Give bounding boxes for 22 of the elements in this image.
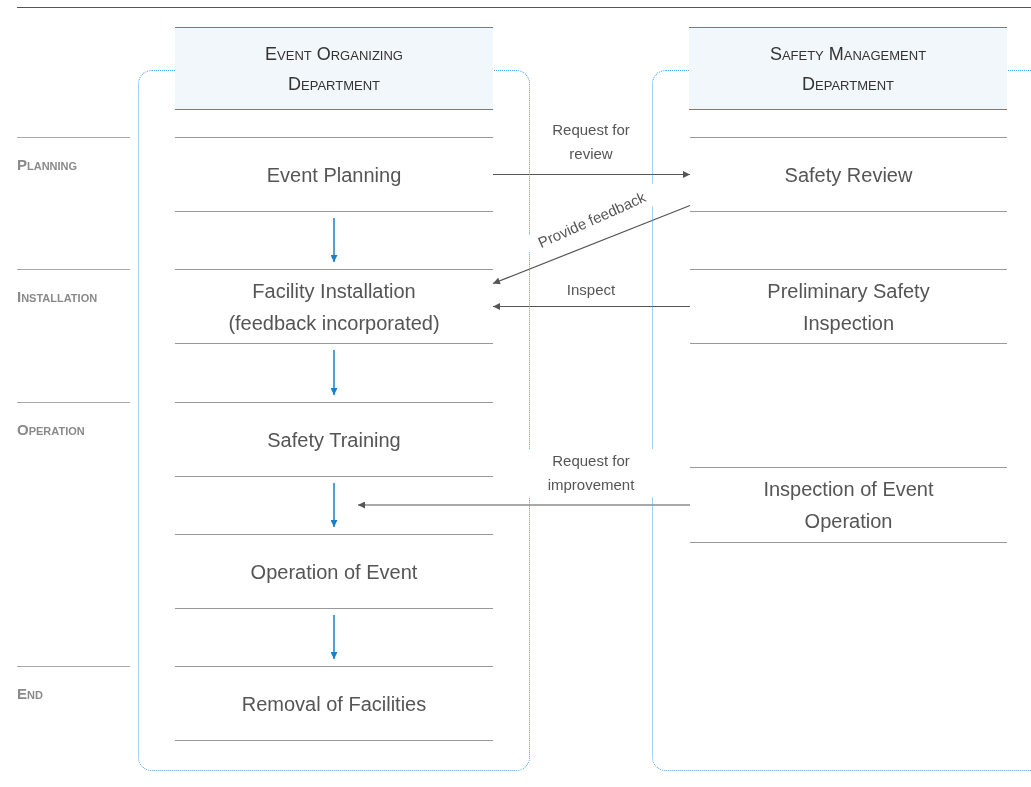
process-step: Preliminary Safety Inspection [690,269,1007,344]
process-step: Operation of Event [175,534,493,609]
process-step: Facility Installation (feedback incorporated) [175,269,493,344]
process-step: Safety Training [175,402,493,477]
phase-label: Operation [17,420,85,440]
arrow [492,204,691,285]
arrow [492,171,691,178]
process-step: Safety Review [690,137,1007,212]
process-step: Inspection of Event Operation [690,467,1007,543]
arrow [330,349,338,396]
arrow [357,501,691,509]
process-step: Removal of Facilities [175,666,493,741]
phase-label: End [17,684,43,704]
process-step: Event Planning [175,137,493,212]
lane-header: Event Organizing Department [175,27,493,110]
arrow [330,614,338,660]
phase-label: Planning [17,155,78,175]
arrow [492,303,691,310]
arrow [330,217,338,263]
lane-header: Safety Management Department [689,27,1007,110]
arrow [330,482,338,528]
phase-label: Installation [17,287,98,307]
